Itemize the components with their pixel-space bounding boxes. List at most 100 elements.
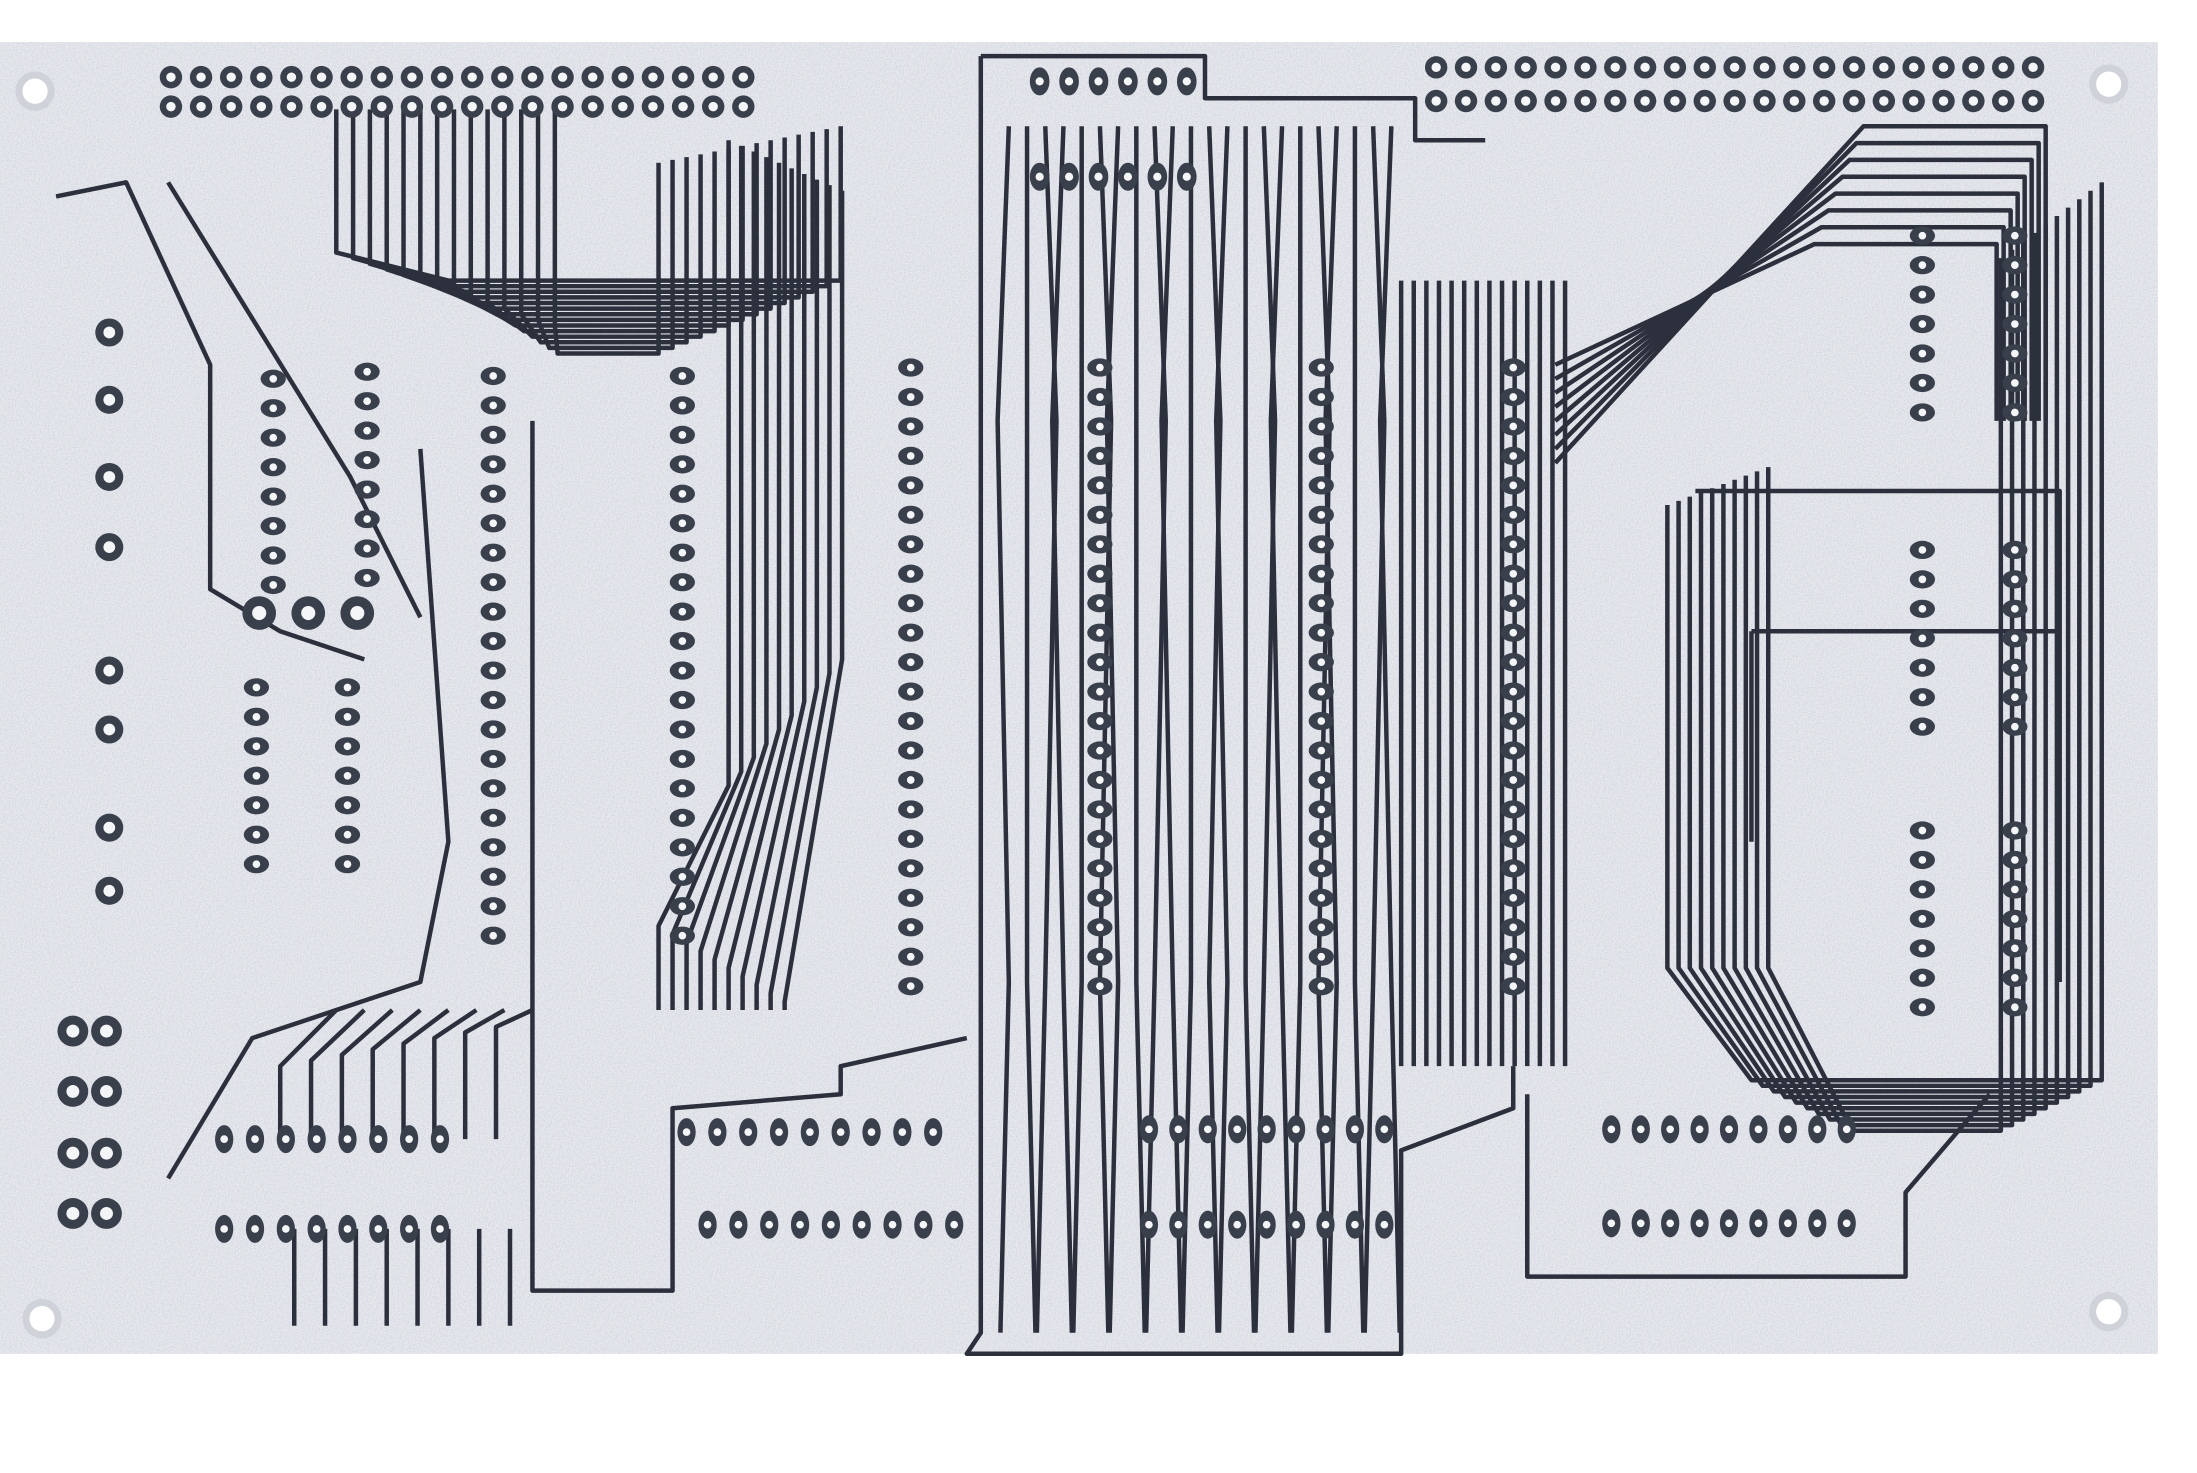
pad-hole <box>648 101 658 112</box>
pad-hole <box>66 1206 80 1220</box>
trace <box>1362 126 1387 1333</box>
pad-hole <box>407 101 417 112</box>
pad-hole <box>1695 1125 1704 1134</box>
pad-hole <box>703 1220 712 1229</box>
pad-hole <box>1968 96 1979 106</box>
pad-hole <box>282 1135 290 1143</box>
pad-hole <box>708 72 718 82</box>
pad-hole <box>316 101 327 112</box>
pad-hole <box>806 1128 814 1136</box>
pad-hole <box>1918 944 1927 953</box>
pad-hole <box>2011 320 2019 328</box>
trace <box>1213 126 1230 1333</box>
pad-hole <box>374 1135 383 1143</box>
pad-hole <box>489 519 498 528</box>
pad-hole <box>1096 776 1104 784</box>
trace <box>1316 126 1332 1333</box>
pad-hole <box>1784 1219 1792 1228</box>
pad-hole <box>2011 1003 2019 1012</box>
pad-hole <box>467 101 477 112</box>
trace <box>684 151 757 1011</box>
trace <box>782 190 845 1011</box>
pad-hole <box>1123 77 1133 86</box>
pad-hole <box>1096 746 1104 755</box>
trace <box>1143 126 1168 1333</box>
pad-hole <box>226 101 236 112</box>
pad-hole <box>437 101 447 112</box>
pad-hole <box>489 902 498 911</box>
pad-hole <box>1784 1125 1792 1134</box>
pad-hole <box>1317 835 1326 843</box>
pad-hole <box>1380 1220 1389 1229</box>
pad-hole <box>256 101 267 112</box>
pad-hole <box>1918 546 1927 554</box>
trace <box>1687 199 2082 1094</box>
pad-hole <box>1174 1220 1183 1229</box>
pad-hole <box>1918 290 1927 299</box>
pad-hole <box>1431 62 1441 73</box>
pad-hole <box>103 471 116 483</box>
pad-hole <box>312 1135 321 1143</box>
pad-hole <box>489 489 498 498</box>
pad-hole <box>1317 540 1326 549</box>
pad-hole <box>343 801 352 810</box>
pad-hole <box>587 101 598 112</box>
pad-hole <box>1607 1219 1616 1228</box>
mounting-hole-center <box>2096 1299 2122 1325</box>
pad-hole <box>1918 320 1927 328</box>
trace <box>656 140 731 1011</box>
pad-hole <box>950 1220 959 1229</box>
pad-hole <box>1725 1219 1733 1228</box>
pad-hole <box>2011 944 2019 953</box>
pad-hole <box>301 605 316 621</box>
pad-hole <box>2011 634 2019 643</box>
pad-hole <box>1918 231 1927 240</box>
pad-hole <box>1509 569 1518 578</box>
pad-hole <box>1759 96 1770 106</box>
pad-hole <box>1145 1125 1153 1134</box>
pad-hole <box>1670 62 1680 73</box>
pad-hole <box>1233 1220 1242 1229</box>
pad-hole <box>1729 96 1740 106</box>
pad-hole <box>557 101 568 112</box>
pad-hole <box>1610 62 1620 73</box>
pad-hole <box>1918 856 1927 864</box>
pad-hole <box>738 72 749 82</box>
pad-hole <box>1938 62 1949 73</box>
pad-hole <box>1509 540 1518 549</box>
pad-hole <box>437 72 447 82</box>
pad-hole <box>316 72 327 82</box>
trace <box>350 109 829 289</box>
mounting-hole-center <box>22 78 48 104</box>
pad-hole <box>100 1084 113 1098</box>
copper-traces <box>55 53 2104 1357</box>
pad-hole <box>906 540 915 549</box>
pad-hole <box>1580 62 1591 73</box>
pad-hole <box>906 658 915 666</box>
pad-hole <box>1879 62 1889 73</box>
pad-hole <box>1203 1220 1212 1229</box>
pad-hole <box>2011 290 2019 299</box>
pad-hole <box>1813 1219 1822 1228</box>
pad-hole <box>196 72 206 82</box>
pad-hole <box>1096 540 1104 549</box>
pad-hole <box>1918 663 1927 672</box>
pad-hole <box>1096 393 1104 401</box>
pad-hole <box>906 717 915 725</box>
pad-hole <box>1431 96 1441 106</box>
pad-hole <box>1096 569 1104 578</box>
pad-hole <box>286 101 297 112</box>
pad-hole <box>166 72 176 82</box>
pad-hole <box>2011 408 2019 417</box>
pad-hole <box>1725 1125 1733 1134</box>
pad-hole <box>1203 1125 1212 1134</box>
pad-hole <box>251 1225 259 1233</box>
trace <box>980 53 1486 143</box>
trace <box>1732 232 2037 1117</box>
pad-hole <box>1610 96 1620 106</box>
pad-hole <box>678 578 687 587</box>
pad-hole <box>1096 481 1104 490</box>
pad-hole <box>906 599 915 608</box>
pad-hole <box>906 422 915 431</box>
pad-hole <box>1759 62 1770 73</box>
